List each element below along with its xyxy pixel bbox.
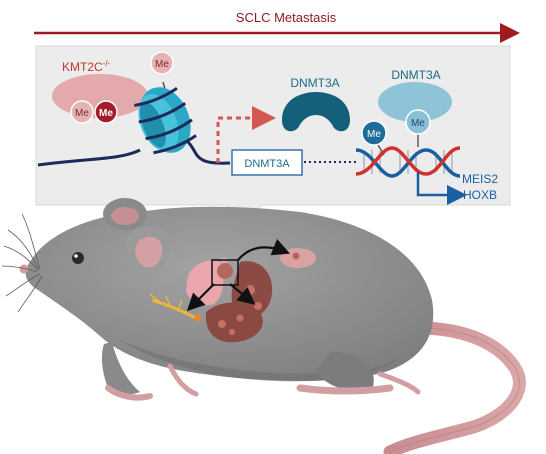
kmt2c-methyl-mark-dark: Me	[99, 108, 113, 119]
dnmt3a-enzyme-label: DNMT3A	[290, 76, 339, 90]
chromatin-dna-strand	[37, 138, 231, 167]
header-title: SCLC Metastasis	[236, 10, 337, 25]
dnmt3a-enzyme-icon	[282, 92, 350, 132]
kmt2c-complex	[52, 74, 148, 124]
target-gene-arrow	[416, 172, 467, 205]
metastasis-arrow-nerve	[186, 283, 215, 312]
dnmt3a-bound-complex	[361, 82, 452, 156]
primary-tumor	[217, 263, 233, 279]
mouse-nose	[19, 264, 29, 274]
mouse-body	[25, 206, 434, 381]
target-gene-meis2: MEIS2	[462, 172, 498, 186]
mouse-whiskers	[1, 213, 43, 313]
mouse-hind-leg	[316, 352, 374, 391]
mouse-illustration	[1, 198, 526, 454]
dna-helix-icon	[355, 146, 461, 178]
dnmt3a-bound-label: DNMT3A	[391, 68, 440, 82]
nucleosome-methyl-mark: Me	[155, 59, 169, 70]
nucleosome-icon	[134, 51, 197, 155]
tumor-focus-box	[211, 259, 239, 286]
kmt2c-label: KMT2C-/-	[62, 59, 111, 74]
dnmt3a-induction-arrow	[216, 106, 276, 163]
dna-methyl-mark-light: Me	[411, 118, 425, 129]
mouse-organs	[149, 238, 316, 343]
metastasis-arrow-brain	[237, 238, 291, 261]
dnmt3a-gene-box	[231, 149, 303, 176]
target-gene-hoxb: HOXB	[463, 188, 497, 202]
metastasis-arrow-liver	[229, 283, 256, 305]
mouse-front-leg	[101, 342, 140, 395]
kmt2c-methyl-mark-light: Me	[75, 108, 89, 119]
nerve-branch	[151, 298, 197, 320]
dna-methyl-mark-dark: Me	[367, 129, 381, 140]
dnmt3a-gene-label: DNMT3A	[244, 158, 290, 170]
liver	[205, 302, 263, 343]
mouse-eye	[72, 252, 84, 264]
